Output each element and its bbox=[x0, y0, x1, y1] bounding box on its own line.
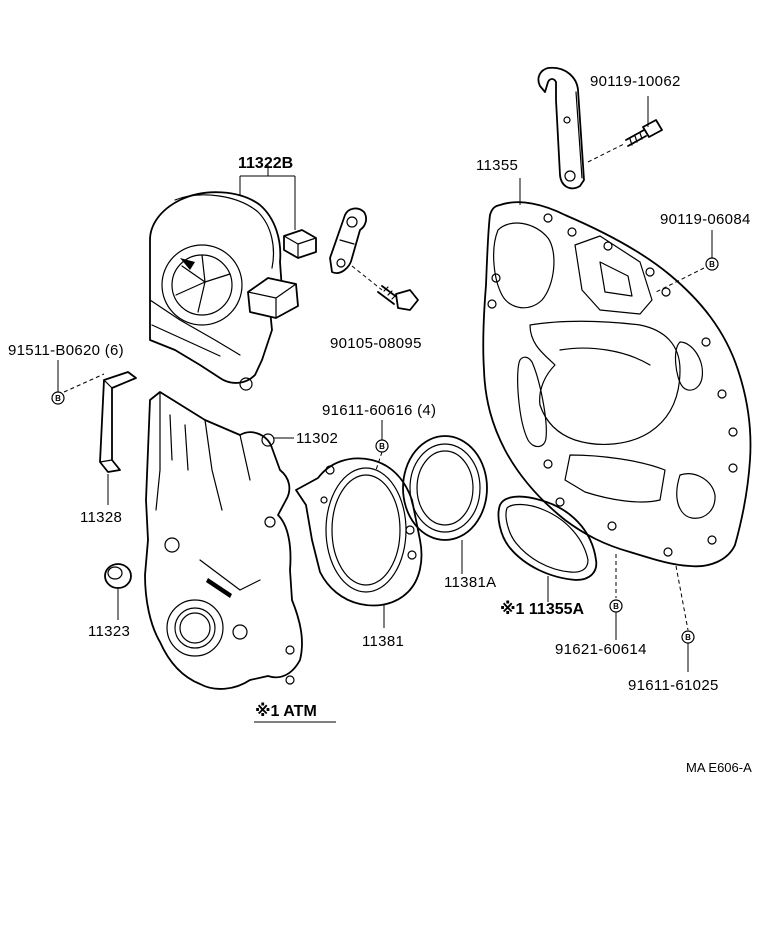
bolt-mark-letter: B bbox=[685, 633, 691, 642]
label-91611-61025: 91611-61025 bbox=[628, 677, 719, 694]
leader-91611-60616 bbox=[375, 451, 383, 471]
label-11302: 11302 bbox=[296, 430, 338, 447]
bolt-mark-91611-60616: B bbox=[375, 439, 389, 453]
label-90119-06084: 90119-06084 bbox=[660, 211, 751, 228]
rear-end-plate-11355 bbox=[482, 178, 752, 568]
note-atm: ※1 ATM bbox=[255, 702, 317, 720]
leader-90119-06084 bbox=[655, 267, 705, 293]
label-11355: 11355 bbox=[476, 157, 518, 174]
label-90119-10062: 90119-10062 bbox=[590, 73, 681, 90]
bolt-mark-letter: B bbox=[379, 442, 385, 451]
bolt-mark-letter: B bbox=[55, 394, 61, 403]
label-11381a: 11381A bbox=[444, 574, 496, 591]
rear-oil-seal-11381a bbox=[402, 435, 488, 574]
bolt-90119-10062 bbox=[625, 96, 663, 147]
leader-clamp-bolt bbox=[351, 265, 383, 291]
leader-91611-61025 bbox=[675, 565, 689, 631]
label-11355a: ※1 11355A bbox=[500, 600, 585, 618]
label-90105-08095: 90105-08095 bbox=[330, 335, 422, 352]
leader-91511-b0620 bbox=[63, 373, 105, 393]
label-11381: 11381 bbox=[362, 633, 404, 650]
bolt-mark-91621-60614: B bbox=[609, 599, 623, 613]
label-91621-60614: 91621-60614 bbox=[555, 641, 647, 658]
timing-belt-cover-upper-11322b bbox=[149, 165, 296, 391]
cover-clip bbox=[247, 277, 299, 319]
timing-cover-gasket-11328 bbox=[99, 371, 137, 505]
oil-seal-retainer-11381 bbox=[295, 457, 423, 628]
label-91611-60616: 91611-60616 (4) bbox=[322, 402, 436, 419]
bolt-mark-letter: B bbox=[709, 260, 715, 269]
bolt-90105-08095 bbox=[377, 285, 419, 311]
leader-hanger-bolt bbox=[587, 143, 625, 163]
engine-hanger-bracket bbox=[537, 66, 585, 190]
cover-plug-11323 bbox=[104, 563, 132, 620]
bolt-mark-91611-61025: B bbox=[681, 630, 695, 644]
bolt-mark-letter: B bbox=[613, 602, 619, 611]
label-11328: 11328 bbox=[80, 509, 122, 526]
cover-grommet bbox=[283, 229, 317, 259]
end-plate-cover-11355a bbox=[497, 495, 598, 602]
label-11322b: 11322B bbox=[238, 155, 293, 172]
label-91511-b0620: 91511-B0620 (6) bbox=[8, 342, 124, 359]
bolt-mark-91511-b0620: B bbox=[51, 391, 65, 405]
bolt-mark-90119-06084: B bbox=[705, 257, 719, 271]
timing-belt-cover-lower-11302 bbox=[144, 391, 303, 690]
wire-clamp-bracket bbox=[329, 207, 367, 274]
label-11323: 11323 bbox=[88, 623, 130, 640]
diagram-reference-code: MA E606-A bbox=[686, 760, 752, 775]
